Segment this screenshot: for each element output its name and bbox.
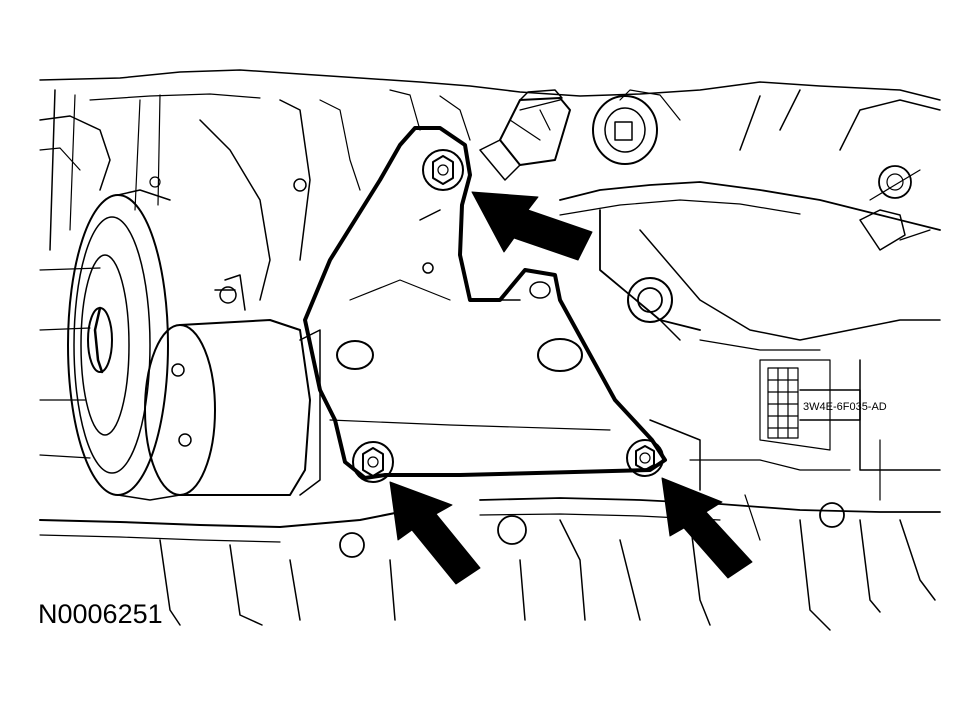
cylinder-housing xyxy=(144,274,321,496)
lower-right-bolt xyxy=(626,439,664,477)
mounting-bracket xyxy=(303,126,667,480)
bracket-bolts xyxy=(352,149,664,483)
part-number-text: 3W4E-6F035-AD xyxy=(803,401,887,413)
arrow-lower-right-bolt xyxy=(661,477,753,579)
right-fitting xyxy=(859,165,912,251)
figure-id-label: N0006251 xyxy=(38,599,163,629)
upper-bolt xyxy=(422,149,464,191)
arrow-lower-left-bolt xyxy=(389,481,481,585)
misc-bolts xyxy=(219,286,845,558)
side-bolt xyxy=(627,277,681,341)
part-stamp xyxy=(799,389,861,421)
arrow-upper-bolt xyxy=(471,191,593,261)
sensor-connector xyxy=(479,89,571,181)
callout-arrows xyxy=(389,191,753,585)
crankshaft-pulley xyxy=(67,189,181,501)
engine-block-background xyxy=(39,69,941,631)
vent-grid xyxy=(767,367,799,439)
lower-left-bolt xyxy=(352,441,394,483)
round-plug xyxy=(592,95,658,165)
